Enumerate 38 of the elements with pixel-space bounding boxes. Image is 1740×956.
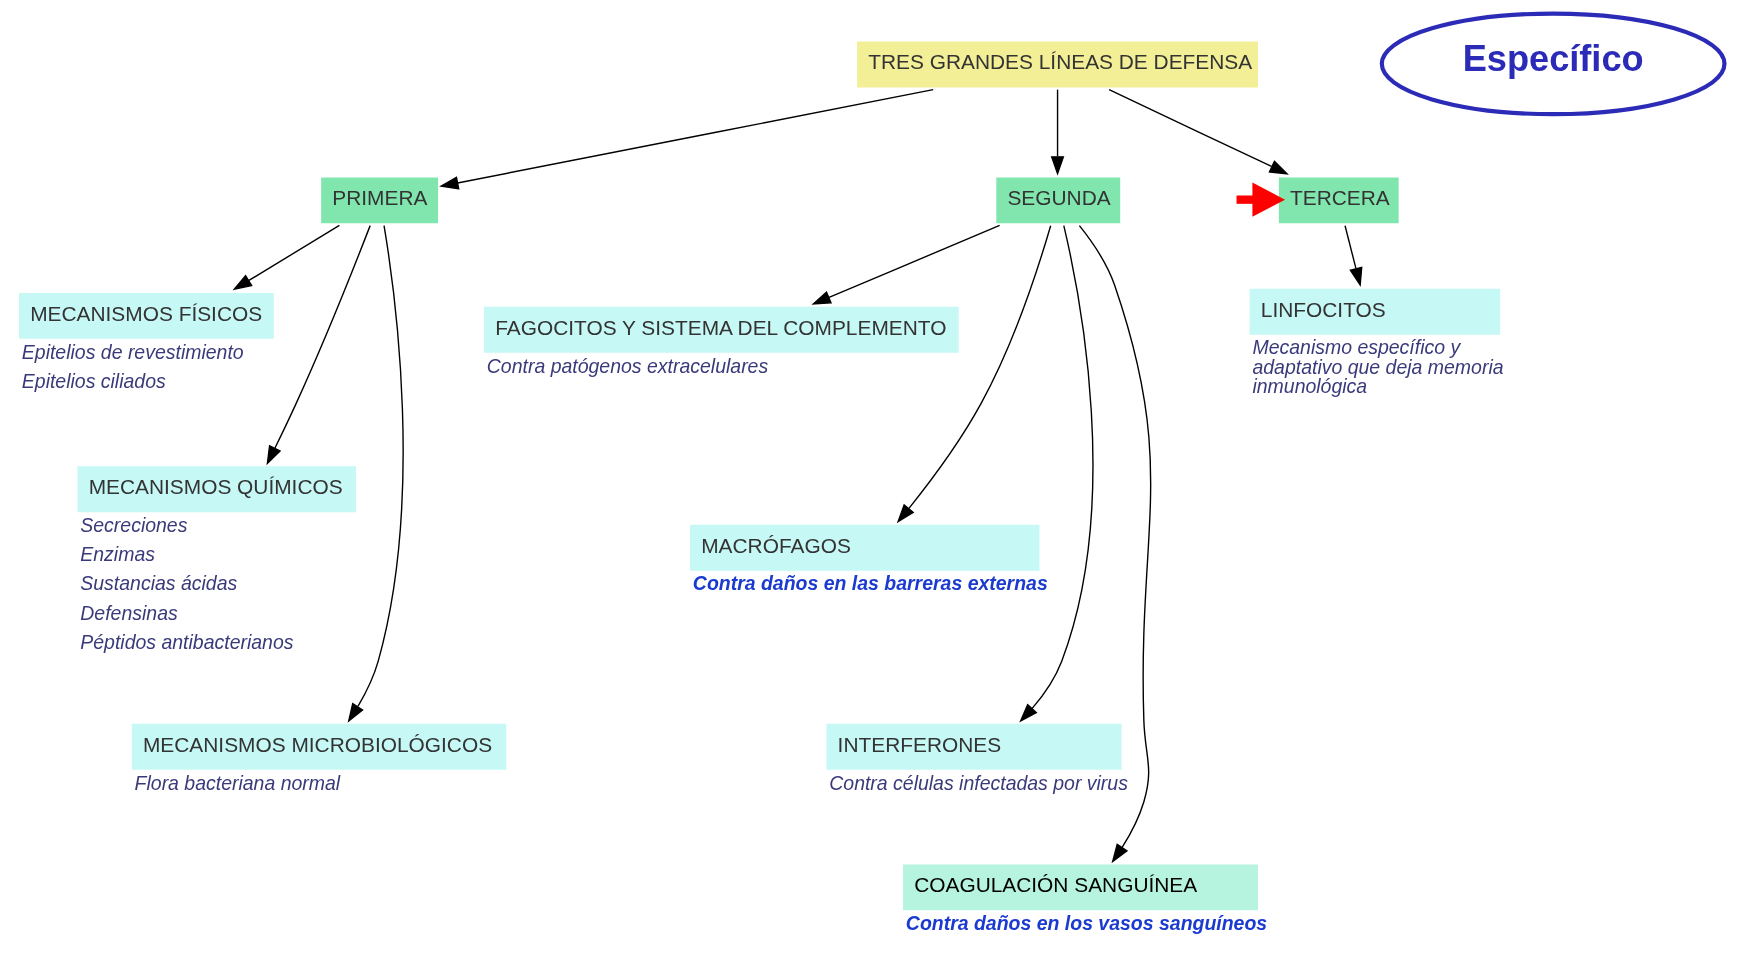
arrow — [1344, 225, 1363, 288]
node-box: FAGOCITOS Y SISTEMA DEL COMPLEMENTO — [484, 306, 959, 353]
node-box: TERCERA — [1278, 177, 1399, 224]
node-label: Contra daños en los vasos sanguíneos — [905, 912, 1268, 935]
node-label: Epitelios de revestimiento — [21, 340, 244, 363]
node-label: Contra daños en las barreras externas — [692, 572, 1048, 595]
node-box: MACRÓFAGOS — [690, 524, 1040, 571]
node-label: Contra células infectadas por virus — [829, 771, 1128, 794]
arrow — [232, 224, 341, 291]
arrow — [1078, 225, 1152, 864]
arrow — [1108, 88, 1289, 175]
arrow — [896, 225, 1052, 524]
node-label: Mecanismo específico y adaptativo que deja memoria inmunológica — [1252, 336, 1504, 398]
node-box: MECANISMOS FÍSICOS — [19, 292, 274, 339]
node-label: Enzimas — [80, 543, 155, 566]
node-box: MECANISMOS MICROBIOLÓGICOS — [131, 723, 507, 770]
arrow — [1236, 182, 1286, 217]
node-box: TRES GRANDES LÍNEAS DE DEFENSA — [857, 41, 1258, 88]
arrow — [1050, 88, 1065, 176]
arrow — [439, 88, 934, 190]
node-box: COAGULACIÓN SANGUÍNEA — [903, 864, 1258, 911]
node-box: PRIMERA — [321, 177, 439, 224]
node-label: Defensinas — [80, 601, 178, 624]
arrow — [1019, 224, 1094, 723]
node-box: SEGUNDA — [996, 177, 1121, 224]
node-box: INTERFERONES — [826, 723, 1122, 770]
node-label: Péptidos antibacterianos — [80, 630, 294, 653]
node-label: Sustancias ácidas — [80, 572, 238, 595]
node-box: MECANISMOS QUÍMICOS — [77, 466, 356, 513]
node-ellipse: Específico — [1379, 11, 1727, 117]
node-label: Secreciones — [80, 513, 188, 536]
node-label: Epitelios ciliados — [21, 369, 166, 392]
arrow — [811, 224, 1001, 305]
arrow — [266, 224, 371, 466]
node-label: Flora bacteriana normal — [134, 771, 341, 794]
node-box: LINFOCITOS — [1249, 288, 1501, 335]
arrow — [347, 224, 404, 723]
node-label: Contra patógenos extracelulares — [486, 354, 769, 377]
